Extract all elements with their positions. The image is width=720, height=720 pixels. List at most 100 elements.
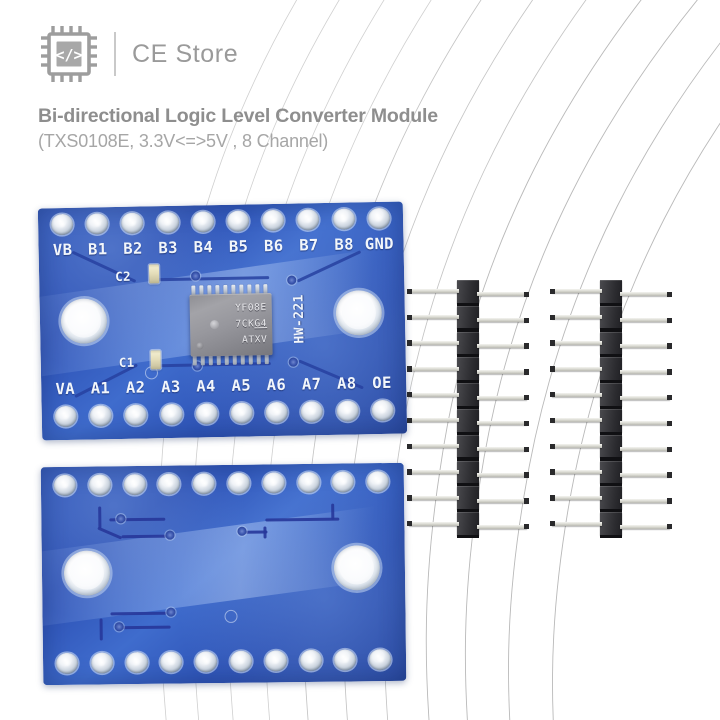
txs0108e-ic: YF08E 7CKG4 ATXV (175, 282, 287, 368)
front-pad-bottom-3 (124, 404, 148, 426)
brand-name: CE Store (132, 39, 239, 68)
pin-header-strip-2-pin-left-6 (550, 417, 602, 424)
pin-label-top-b8: B8 (334, 235, 355, 254)
pin-header-strip-2-pin-left-8 (550, 469, 602, 475)
back-pad-top-5 (192, 473, 216, 495)
ti-logo-icon (209, 320, 220, 330)
back-pad-bottom-1 (55, 652, 79, 675)
pin-header-strip-1-pin-right-3 (477, 343, 529, 349)
pin-tip-icon (524, 498, 529, 504)
pin-label-top-b1: B1 (87, 240, 108, 259)
chip-code-icon: </> (38, 23, 100, 85)
pin-tip-icon (524, 472, 529, 478)
front-pad-bottom-5 (195, 403, 218, 425)
pin-header-strip-1-pin-left-9 (407, 495, 459, 501)
pin-header-strip-1-pin-right-8 (477, 472, 529, 478)
pin-header-strip-2-pin-left-7 (550, 443, 602, 449)
pin-header-strip-2-segment-1 (600, 280, 622, 303)
pin-tip-icon (524, 317, 529, 323)
pin-header-strip-1-pin-left-2 (407, 314, 459, 320)
pin-header-strip-1-pin-left-1 (407, 288, 459, 295)
pin-header-strip-1-pin-left-4 (407, 366, 459, 372)
pin-label-bottom-a7: A7 (301, 375, 322, 394)
ic-marking-line3: ATXV (241, 334, 268, 346)
pin-header-strip-2-pin-right-4 (620, 369, 672, 375)
back-mounting-hole-right (333, 545, 381, 591)
pin-header-strip-1-pin-left-6 (407, 417, 459, 424)
pin-header-strip-2-segment-7 (600, 434, 622, 458)
pin-label-top-b7: B7 (299, 236, 319, 255)
back-pad-top-9 (332, 471, 355, 493)
product-title: Bi-directional Logic Level Converter Mod… (38, 105, 438, 127)
pin-header-strip-1-pin-right-7 (477, 446, 529, 452)
pin-header-strip-2-segment-8 (600, 460, 622, 484)
front-pad-top-2 (86, 213, 109, 235)
pin-label-bottom-a8: A8 (336, 374, 357, 393)
pin-header-strip-2-pin-right-6 (620, 420, 672, 427)
back-pad-bottom-6 (229, 650, 253, 672)
pin-label-top-b3: B3 (158, 238, 179, 258)
front-pad-bottom-9 (336, 400, 359, 422)
front-pad-bottom-6 (230, 402, 253, 424)
pin-header-strip-1-pin-left-10 (407, 521, 459, 527)
mounting-hole-right (335, 289, 383, 336)
pin-tip-icon (407, 340, 412, 346)
front-pad-bottom-1 (54, 405, 78, 428)
pin-header-strip-1-pin-right-6 (477, 420, 529, 427)
pin-label-top-gnd: GND (364, 234, 395, 254)
pin-tip-icon (550, 392, 555, 398)
pin-tip-icon (524, 395, 529, 401)
pin-tip-icon (550, 521, 555, 527)
pin-header-strip-2-pin-right-7 (620, 446, 672, 452)
back-pad-bottom-4 (160, 651, 183, 673)
pin-tip-icon (524, 524, 529, 530)
pin-header-strip-2-body (600, 280, 622, 539)
pin-header-strip-1-pin-left-8 (407, 469, 459, 475)
back-pad-bottom-5 (195, 651, 218, 673)
pin-header-strip-2-pin-left-4 (550, 366, 602, 372)
pin-tip-icon (407, 521, 412, 527)
pin-header-strip-1-segment-6 (457, 409, 479, 432)
pin-tip-icon (407, 288, 412, 295)
ic-pins-bottom (175, 282, 285, 366)
pin-header-strip-1-pin-right-10 (477, 524, 529, 530)
pin-header-strip-1-pin-right-1 (477, 291, 529, 298)
pin-header-strip-1-segment-5 (457, 383, 479, 406)
pin-header-strip-2-pin-right-10 (620, 524, 672, 530)
pin-header-strip-2-pin-right-8 (620, 472, 672, 478)
pin-label-bottom-oe: OE (372, 373, 392, 393)
pin-header-strip-1-pin-right-2 (477, 317, 529, 323)
header-block: </> CE Store Bi-directional Logic Level … (38, 22, 438, 152)
back-pad-top-3 (123, 473, 146, 496)
pin-header-strip-2-pin-left-3 (550, 340, 602, 346)
ic-pins-top (175, 282, 285, 297)
pin-header-strip-1-segment-3 (457, 331, 479, 355)
pin-tip-icon (407, 314, 412, 320)
front-pad-bottom-8 (300, 401, 324, 423)
pin-label-bottom-va: VA (55, 379, 76, 399)
pin-header-strip-2-segment-10 (600, 512, 622, 535)
pin-header-strip-1-pin-right-4 (477, 369, 529, 375)
pin-label-top-b6: B6 (263, 236, 284, 256)
pin-tip-icon (550, 340, 555, 346)
pin-header-strip-1-gap-10 (457, 534, 479, 539)
pin-tip-icon (550, 495, 555, 501)
smd-capacitor-c2 (148, 264, 160, 284)
front-pad-row-bottom (38, 202, 403, 428)
pin-tip-icon (407, 469, 412, 475)
cap-label-c1: C1 (118, 354, 135, 370)
pin-header-strip-2-pin-left-9 (550, 495, 602, 501)
back-pad-row-top (41, 463, 404, 497)
mounting-hole-left (60, 298, 108, 345)
pin-header-strip-2-pin-left-10 (550, 521, 602, 527)
pin-header-strip-2-segment-2 (600, 305, 622, 329)
pin-tip-icon (407, 366, 412, 372)
pin-tip-icon (550, 469, 555, 475)
pin-label-bottom-a4: A4 (196, 377, 216, 396)
pin-tip-icon (407, 392, 412, 398)
title-block: Bi-directional Logic Level Converter Mod… (38, 105, 438, 152)
product-subtitle: (TXS0108E, 3.3V<=>5V , 8 Channel) (38, 131, 329, 151)
pin-header-strip-2-pin-right-3 (620, 343, 672, 349)
pin-tip-icon (550, 443, 555, 449)
